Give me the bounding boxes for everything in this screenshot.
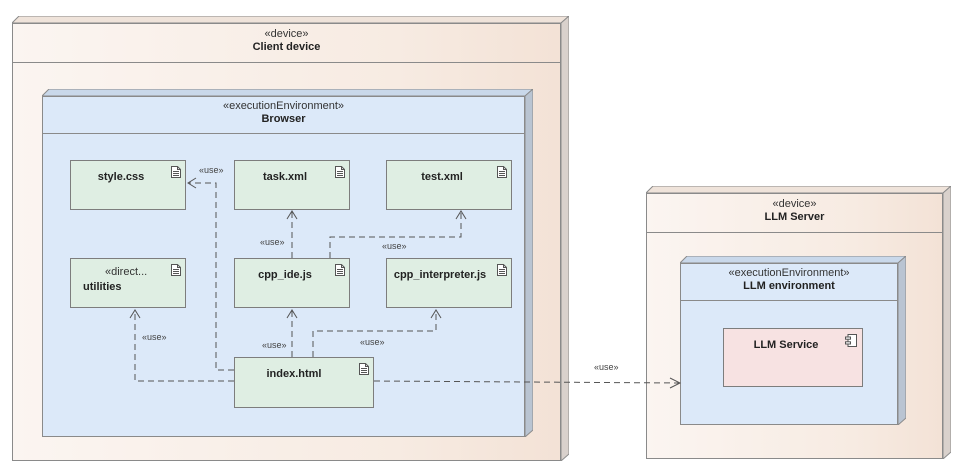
llm-environment-title: LLM environment	[743, 280, 835, 292]
artifact-cpp-ide-js[interactable]: cpp_ide.js	[234, 258, 350, 308]
dependency-index-to-utilities	[134, 310, 234, 382]
llm-server-top-face	[646, 186, 951, 193]
llm-environment-top-face	[680, 256, 906, 263]
dependency-index-to-llm-environment	[373, 380, 681, 384]
use-label: «use»	[594, 362, 619, 372]
document-icon	[171, 264, 181, 276]
use-label: «use»	[142, 332, 167, 342]
client-device-side-face	[561, 16, 569, 461]
arrowhead	[286, 210, 298, 220]
client-device-header: «device» Client device	[12, 23, 561, 63]
llm-server-side-face	[943, 186, 951, 459]
use-label: «use»	[199, 165, 224, 175]
browser-side-face	[525, 89, 533, 437]
artifact-label: utilities	[83, 281, 122, 293]
artifact-stereotype: «direct...	[105, 266, 148, 278]
arrowhead	[455, 210, 467, 220]
client-device-top-face	[12, 16, 569, 23]
component-icon	[845, 334, 857, 347]
artifact-label: task.xml	[262, 171, 308, 183]
llm-service-component[interactable]: LLM Service	[723, 328, 863, 387]
document-icon	[497, 264, 507, 276]
artifact-task-xml[interactable]: task.xml	[234, 160, 350, 210]
use-label: «use»	[260, 237, 285, 247]
component-label: LLM Service	[753, 339, 819, 351]
artifact-label: cpp_interpreter.js	[393, 269, 487, 281]
artifact-style-css[interactable]: style.css	[70, 160, 186, 210]
browser-stereotype: «executionEnvironment»	[222, 100, 345, 112]
llm-server-stereotype: «device»	[772, 198, 817, 210]
browser-title: Browser	[261, 113, 306, 125]
dependency-index-to-style	[188, 182, 234, 371]
client-device-stereotype: «device»	[264, 28, 309, 40]
browser-top-face	[42, 89, 533, 96]
arrowhead	[129, 309, 141, 319]
artifact-cpp-interpreter-js[interactable]: cpp_interpreter.js	[386, 258, 512, 308]
llm-server-header: «device» LLM Server	[646, 193, 943, 233]
artifact-label: cpp_ide.js	[258, 269, 312, 281]
artifact-index-html[interactable]: index.html	[234, 357, 374, 408]
document-icon	[359, 363, 369, 375]
artifact-label: index.html	[266, 368, 322, 380]
llm-server-title: LLM Server	[764, 211, 825, 223]
document-icon	[335, 264, 345, 276]
artifact-label: style.css	[97, 171, 145, 183]
arrowhead	[286, 309, 298, 319]
dependency-cpp-ide-to-test	[329, 211, 462, 258]
llm-environment-header: «executionEnvironment» LLM environment	[680, 263, 898, 301]
artifact-label: test.xml	[421, 171, 463, 183]
llm-environment-stereotype: «executionEnvironment»	[728, 267, 850, 279]
document-icon	[335, 166, 345, 178]
document-icon	[497, 166, 507, 178]
arrowhead	[430, 309, 442, 319]
client-device-title: Client device	[252, 41, 321, 53]
artifact-utilities[interactable]: «direct... utilities	[70, 258, 186, 308]
use-label: «use»	[382, 241, 407, 251]
use-label: «use»	[360, 337, 385, 347]
use-label: «use»	[262, 340, 287, 350]
document-icon	[171, 166, 181, 178]
dependency-index-to-interpreter	[312, 310, 437, 357]
arrowhead	[187, 177, 197, 189]
artifact-label-group: «direct... utilities	[83, 265, 171, 295]
artifact-test-xml[interactable]: test.xml	[386, 160, 512, 210]
llm-environment-side-face	[898, 256, 906, 425]
arrowhead	[669, 377, 682, 389]
llm-environment-node[interactable]: «executionEnvironment» LLM environment	[680, 256, 906, 425]
browser-header: «executionEnvironment» Browser	[42, 96, 525, 134]
